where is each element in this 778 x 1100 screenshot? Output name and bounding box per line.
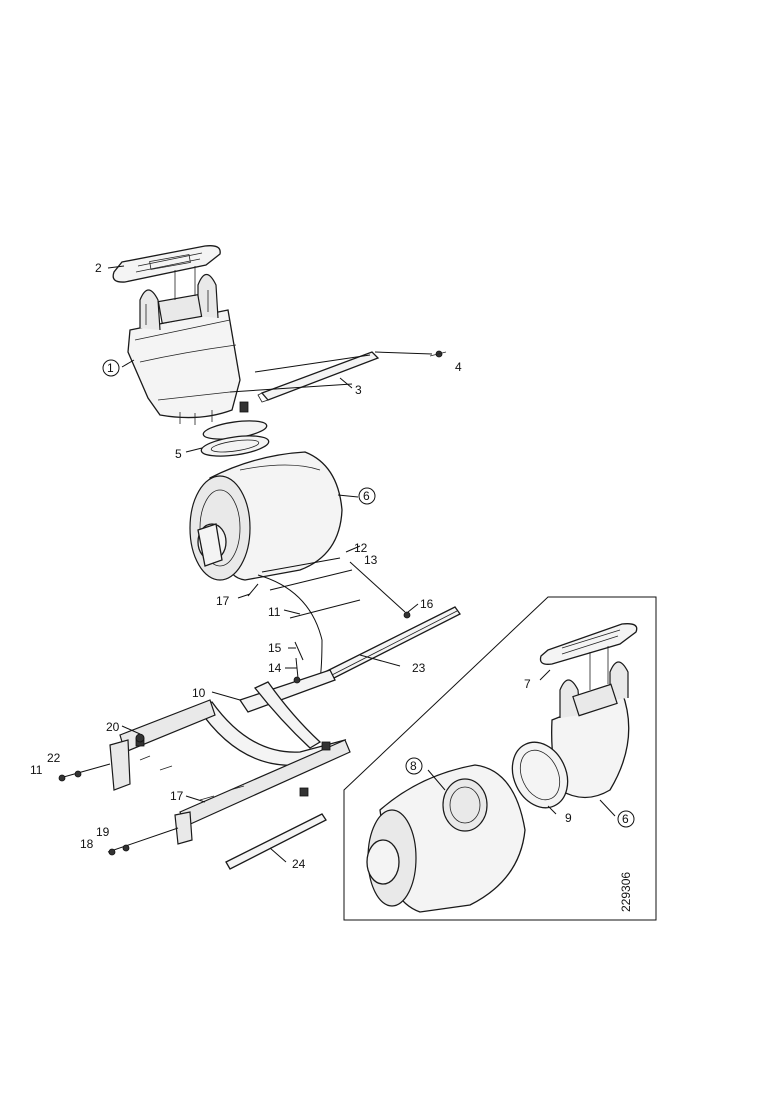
callout-24: 24 bbox=[292, 857, 306, 871]
callout-17b: 17 bbox=[170, 789, 184, 803]
part-bracket-bar bbox=[257, 350, 447, 403]
inset-ring bbox=[511, 741, 569, 809]
part-rail-23 bbox=[324, 606, 461, 681]
callout-18: 18 bbox=[80, 837, 94, 851]
part-gasket-top bbox=[112, 245, 221, 283]
part-rail-24 bbox=[225, 813, 327, 870]
callout-labels: 2 1 4 3 5 6 12 13 17 11 16 15 14 23 10 2… bbox=[30, 261, 635, 912]
callout-15: 15 bbox=[268, 641, 282, 655]
callout-2: 2 bbox=[95, 261, 102, 275]
inset-gasket bbox=[539, 623, 638, 665]
callout-16: 16 bbox=[420, 597, 434, 611]
callout-19: 19 bbox=[96, 825, 110, 839]
callout-11-left: 11 bbox=[30, 763, 43, 777]
callout-inset-6: 6 bbox=[622, 812, 629, 826]
inset-canister bbox=[366, 764, 526, 913]
part-bolt-16 bbox=[349, 561, 411, 619]
part-small-bolts bbox=[58, 583, 304, 856]
part-ring-gasket bbox=[200, 420, 270, 457]
callout-4: 4 bbox=[455, 360, 462, 374]
callout-inset-8: 8 bbox=[410, 759, 417, 773]
drawing-number: 229306 bbox=[619, 872, 633, 912]
callout-14: 14 bbox=[268, 661, 282, 675]
callout-11: 11 bbox=[268, 605, 281, 619]
part-band-strap bbox=[257, 557, 361, 681]
part-upper-housing bbox=[127, 266, 249, 425]
callout-inset-7: 7 bbox=[524, 677, 531, 691]
callout-22: 22 bbox=[47, 751, 61, 765]
callout-1: 1 bbox=[107, 361, 114, 375]
callout-10: 10 bbox=[192, 686, 206, 700]
callout-17a: 17 bbox=[216, 594, 230, 608]
inset-leaders bbox=[427, 669, 616, 817]
callout-3: 3 bbox=[355, 383, 362, 397]
callout-6: 6 bbox=[363, 489, 370, 503]
callout-20: 20 bbox=[106, 720, 120, 734]
part-cradle-frame bbox=[109, 669, 351, 845]
callout-5: 5 bbox=[175, 447, 182, 461]
callout-12: 12 bbox=[354, 541, 368, 555]
callout-23: 23 bbox=[412, 661, 426, 675]
inset-housing bbox=[551, 646, 630, 799]
callout-13: 13 bbox=[364, 553, 378, 567]
inset-frame bbox=[343, 596, 657, 921]
callout-inset-9: 9 bbox=[565, 811, 572, 825]
leader-lines bbox=[107, 265, 433, 863]
part-filter-canister bbox=[189, 451, 343, 581]
